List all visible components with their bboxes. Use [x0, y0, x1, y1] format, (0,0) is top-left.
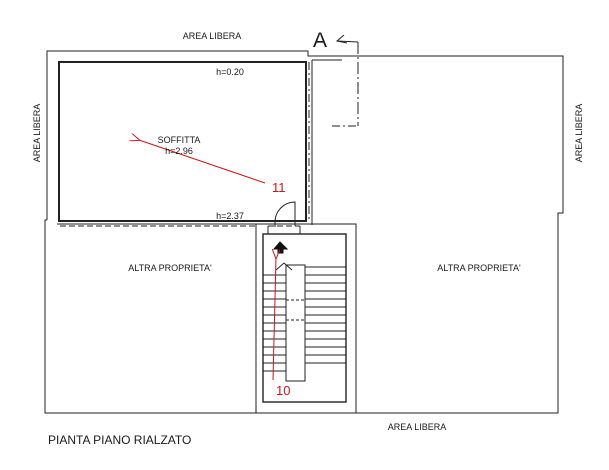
stair-landing-outline: [285, 299, 306, 321]
soffitta-room: [58, 61, 307, 222]
soffitta-height: h=2.96: [165, 146, 193, 156]
section-mark-a: A: [313, 29, 327, 52]
height-bottom: h=2.37: [216, 211, 244, 221]
door-swing: [274, 201, 296, 226]
area-libera-left: AREA LIBERA: [32, 104, 42, 163]
soffitta-label: SOFFITTA: [158, 135, 201, 145]
viewpoint-arrow-11: [139, 140, 266, 184]
stair-enclosure-outer: [255, 223, 357, 414]
altra-proprieta-left: ALTRA PROPRIETA': [128, 263, 212, 273]
viewpoint-number-10: 10: [276, 383, 290, 398]
building-outline: [44, 50, 564, 414]
stair-direction-arrow: [275, 262, 293, 271]
drawing-title: PIANTA PIANO RIALZATO: [48, 433, 191, 447]
viewpoint-number-11: 11: [272, 180, 286, 195]
altra-proprieta-right: ALTRA PROPRIETA': [437, 263, 521, 273]
stair-core: [285, 264, 306, 382]
area-libera-top: AREA LIBERA: [183, 31, 242, 41]
stair-enclosure-inner: [262, 233, 347, 403]
section-arrow-line: [336, 40, 359, 43]
viewpoint-arrow-10: [273, 258, 276, 381]
height-top: h=0.20: [216, 67, 244, 77]
area-libera-right: AREA LIBERA: [574, 104, 584, 163]
area-libera-bottom: AREA LIBERA: [388, 422, 447, 432]
up-arrow-icon: [272, 241, 289, 254]
